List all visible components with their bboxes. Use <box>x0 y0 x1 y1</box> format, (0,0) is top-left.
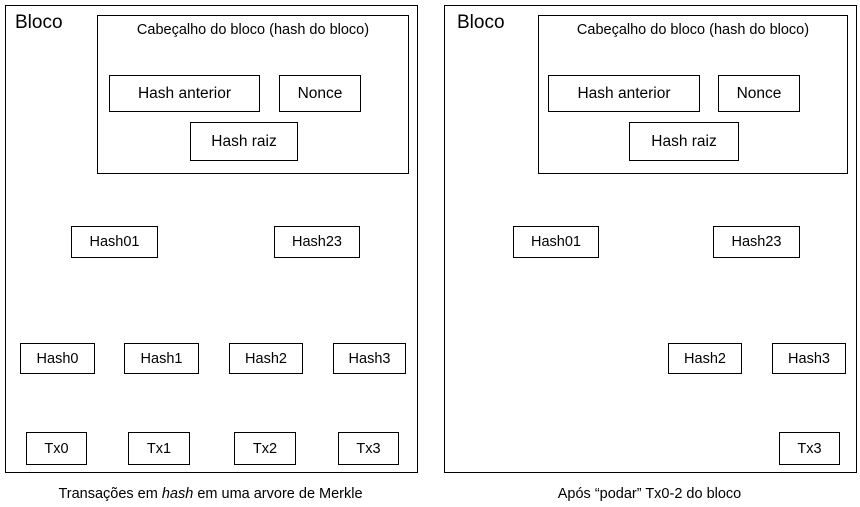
left-tx1-node: Tx1 <box>128 432 190 465</box>
right-hash01-node: Hash01 <box>513 226 599 258</box>
left-prev-hash-node: Hash anterior <box>109 75 260 112</box>
left-root-hash-node: Hash raiz <box>190 122 298 161</box>
left-hash01-node: Hash01 <box>71 226 158 258</box>
left-hash0-node: Hash0 <box>20 343 95 374</box>
right-nonce-node: Nonce <box>718 75 800 112</box>
left-caption: Transações em hash em uma arvore de Merk… <box>5 486 416 502</box>
right-block-title: Bloco <box>457 12 505 33</box>
right-hash3-node: Hash3 <box>772 343 846 374</box>
right-hash2-node: Hash2 <box>668 343 742 374</box>
left-hash1-node: Hash1 <box>124 343 199 374</box>
left-header-title: Cabeçalho do bloco (hash do bloco) <box>136 22 370 38</box>
right-prev-hash-node: Hash anterior <box>548 75 700 112</box>
left-tx2-node: Tx2 <box>234 432 296 465</box>
left-caption-em: hash <box>161 486 194 502</box>
right-caption: Após “podar” Tx0-2 do bloco <box>557 486 742 502</box>
right-tx3-node: Tx3 <box>779 432 840 465</box>
left-hash23-node: Hash23 <box>274 226 360 258</box>
left-nonce-node: Nonce <box>279 75 361 112</box>
left-hash3-node: Hash3 <box>333 343 406 374</box>
left-tx0-node: Tx0 <box>26 432 87 465</box>
left-hash2-node: Hash2 <box>229 343 303 374</box>
right-hash23-node: Hash23 <box>713 226 800 258</box>
left-block-title: Bloco <box>15 12 63 33</box>
left-caption-pre: Transações em <box>58 486 162 502</box>
right-header-title: Cabeçalho do bloco (hash do bloco) <box>576 22 810 38</box>
left-tx3-node: Tx3 <box>338 432 399 465</box>
left-caption-post: em uma arvore de Merkle <box>193 486 363 502</box>
right-root-hash-node: Hash raiz <box>629 122 739 161</box>
